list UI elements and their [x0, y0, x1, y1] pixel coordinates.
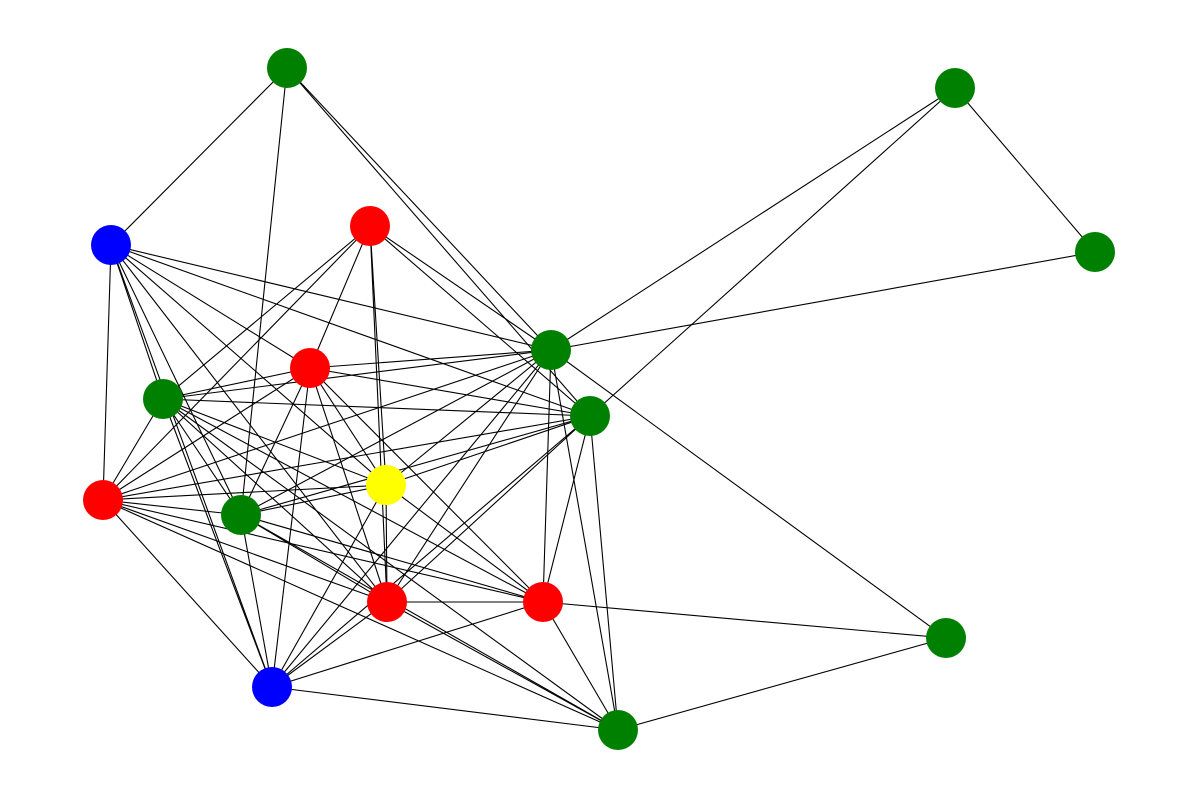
- graph-edge-n1-n12: [240, 67, 288, 516]
- graph-node-n6-red: [290, 348, 330, 388]
- graph-edge-n13-n16: [271, 601, 388, 688]
- graph-edge-n1-n8: [286, 67, 552, 351]
- graph-edge-n8-n11: [385, 349, 552, 486]
- graph-edge-n5-n10: [102, 225, 371, 501]
- graph-edge-n14-n15: [542, 601, 947, 639]
- graph-edge-n1-n4: [110, 67, 288, 246]
- graph-node-n2-green: [935, 68, 975, 108]
- graph-edge-n10-n13: [102, 499, 388, 603]
- graph-edges: [102, 67, 1096, 731]
- graph-edge-n2-n8: [550, 87, 956, 351]
- graph-edge-n5-n8: [369, 225, 552, 351]
- graph-edge-n13-n17: [386, 601, 619, 731]
- graph-edge-n12-n14: [240, 514, 544, 603]
- graph-edge-n4-n8: [110, 244, 552, 351]
- graph-edge-n8-n15: [550, 349, 947, 639]
- graph-edge-n4-n11: [110, 244, 387, 486]
- graph-edge-n10-n12: [102, 499, 242, 516]
- graph-edge-n10-n16: [102, 499, 273, 688]
- graph-edge-n6-n11: [309, 367, 387, 486]
- graph-edge-n8-n16: [271, 349, 552, 688]
- graph-edge-n14-n17: [542, 601, 619, 731]
- graph-edge-n8-n13: [386, 349, 552, 603]
- graph-edge-n4-n10: [102, 244, 112, 501]
- graph-node-n4-blue: [91, 225, 131, 265]
- graph-edge-n5-n6: [309, 225, 371, 369]
- graph-edge-n4-n6: [110, 244, 311, 369]
- graph-edge-n9-n10: [102, 415, 591, 501]
- graph-edge-n10-n17: [102, 499, 619, 731]
- graph-node-n14-red: [523, 582, 563, 622]
- graph-edge-n14-n16: [271, 601, 544, 688]
- graph-node-n3-green: [1075, 232, 1115, 272]
- graph-edge-n16-n17: [271, 686, 619, 731]
- graph-edge-n7-n9: [162, 398, 591, 417]
- graph-edge-n11-n16: [271, 484, 387, 688]
- graph-node-n17-green: [598, 710, 638, 750]
- graph-edge-n3-n2: [954, 87, 1096, 253]
- graph-edge-n12-n16: [240, 514, 273, 688]
- graph-edge-n4-n12: [110, 244, 242, 516]
- graph-node-n16-blue: [252, 667, 292, 707]
- graph-edge-n12-n17: [240, 514, 619, 731]
- graph-edge-n11-n14: [385, 484, 544, 603]
- graph-edge-n5-n7: [162, 225, 371, 400]
- graph-edge-n7-n12: [162, 398, 242, 516]
- graph-edge-n9-n11: [385, 415, 591, 486]
- graph-edge-n7-n13: [162, 398, 388, 603]
- graph-node-n10-red: [83, 480, 123, 520]
- graph-edge-n6-n12: [240, 367, 311, 516]
- graph-edge-n6-n9: [309, 367, 591, 417]
- graph-edge-n7-n16: [162, 398, 273, 688]
- graph-edge-n6-n16: [271, 367, 311, 688]
- graph-edge-n7-n8: [162, 349, 552, 400]
- graph-node-n12-green: [221, 495, 261, 535]
- graph-node-n1-green: [267, 48, 307, 88]
- graph-node-n13-red: [367, 582, 407, 622]
- graph-edge-n8-n12: [240, 349, 552, 516]
- graph-edge-n9-n14: [542, 415, 591, 603]
- graph-edge-n4-n16: [110, 244, 273, 688]
- graph-edge-n3-n8: [550, 251, 1096, 351]
- graph-edge-n4-n9: [110, 244, 591, 417]
- graph-node-n9-green: [570, 396, 610, 436]
- graph-edge-n5-n11: [369, 225, 387, 486]
- graph-edge-n8-n14: [542, 349, 552, 603]
- graph-edge-n10-n14: [102, 499, 544, 603]
- graph-node-n8-green: [531, 330, 571, 370]
- graph-edge-n9-n17: [589, 415, 619, 731]
- graph-edge-n7-n14: [162, 398, 544, 603]
- graph-edge-n4-n7: [110, 244, 164, 400]
- graph-edge-n4-n13: [110, 244, 388, 603]
- graph-edge-n6-n14: [309, 367, 544, 603]
- graph-edge-n10-n11: [102, 484, 387, 501]
- graph-edge-n8-n17: [550, 349, 619, 731]
- graph-edge-n17-n15: [617, 637, 947, 731]
- graph-edge-n2-n9: [589, 87, 956, 417]
- graph-node-n15-green: [926, 618, 966, 658]
- graph-edge-n9-n12: [240, 415, 591, 516]
- graph-edge-n5-n9: [369, 225, 591, 417]
- graph-edge-n6-n7: [162, 367, 311, 400]
- graph-node-n7-green: [143, 379, 183, 419]
- graph-node-n11-yellow: [366, 465, 406, 505]
- graph-edge-n9-n13: [386, 415, 591, 603]
- graph-edge-n11-n12: [240, 484, 387, 516]
- graph-edge-n6-n10: [102, 367, 311, 501]
- graph-edge-n8-n10: [102, 349, 552, 501]
- graph-node-n5-red: [350, 206, 390, 246]
- graph-edge-n5-n13: [369, 225, 388, 603]
- graph-edge-n6-n8: [309, 349, 552, 369]
- graph-nodes: [83, 48, 1115, 750]
- graph-edge-n9-n16: [271, 415, 591, 688]
